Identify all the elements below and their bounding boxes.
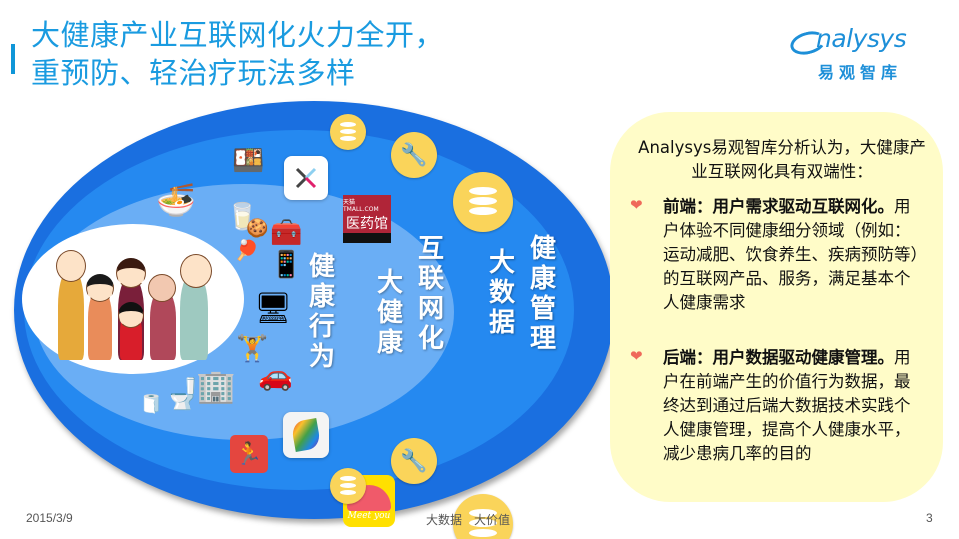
heart-bullet-icon: ❤ <box>630 196 643 214</box>
noodle-bowl-icon: 🍜 <box>156 181 196 219</box>
milk-glass-icon: 🥛 <box>226 202 259 232</box>
monitor-icon: 🖥 <box>254 291 293 326</box>
tmall-pharmacy-icon: 天猫 TMALL.COM 医药馆 <box>343 195 391 243</box>
analysys-logo: nalysys 易观智库 <box>787 24 940 86</box>
database-icon <box>330 114 366 150</box>
point-front-end-heading: 前端：用户需求驱动互联网化。 <box>663 197 894 216</box>
database-icon <box>453 494 513 539</box>
database-icon <box>330 468 366 504</box>
label-big-health: 大健康 <box>376 268 403 358</box>
point-back-end-text: 用户在前端产生的价值行为数据，最终达到通过后端大数据技术实践个人健康管理，提高个… <box>663 348 911 463</box>
bento-icon: 🍱 <box>232 146 265 176</box>
tmall-cat-face <box>343 233 391 243</box>
title-accent-bar <box>11 44 15 74</box>
logo-cn-text: 易观智库 <box>818 63 903 82</box>
heart-bullet-icon: ❤ <box>630 347 643 365</box>
label-health-behavior: 健康行为 <box>308 252 335 372</box>
runner-app-icon: 🏃 <box>230 435 268 473</box>
wrench-icon: 🔧 <box>391 438 437 484</box>
database-icon <box>453 172 513 232</box>
health-ecosystem-diagram: 🍱 🍜 🥛 🍪 🧰 🏓 📱 🖥 🏋 🚗 🏢 🚽 🧻 天猫 TMALL.COM 医… <box>0 100 620 539</box>
page-title-line1: 大健康产业互联网化火力全开， <box>31 18 445 52</box>
page-title: 大健康产业互联网化火力全开， 重预防、轻治疗玩法多样 <box>31 16 444 92</box>
callout-intro: Analysys易观智库分析认为，大健康产业互联网化具有双端性： <box>638 138 926 181</box>
smartphone-icon: 📱 <box>270 250 303 280</box>
car-icon: 🚗 <box>258 359 293 392</box>
leaf-app-icon <box>283 412 329 458</box>
first-aid-kit-icon: 🧰 <box>270 218 303 248</box>
dumbbell-icon: 🏋 <box>236 334 269 364</box>
page-title-line2: 重预防、轻治疗玩法多样 <box>31 56 356 90</box>
point-front-end-text: 用户体验不同健康细分领域（例如：运动减肥、饮食养生、疾病预防等）的互联网产品、服… <box>663 197 919 312</box>
footer-tagline: 大数据 大价值 <box>426 513 511 527</box>
building-icon: 🏢 <box>196 367 236 405</box>
label-internet: 互联网化 <box>417 234 444 354</box>
ping-pong-paddle-icon: 🏓 <box>234 238 259 262</box>
point-back-end-heading: 后端：用户数据驱动健康管理。 <box>663 348 894 367</box>
wrench-icon: 🔧 <box>391 132 437 178</box>
x-app-icon <box>284 156 328 200</box>
cookie-icon: 🍪 <box>246 218 269 239</box>
grandfather-figure <box>180 274 208 360</box>
father-figure <box>58 270 84 360</box>
footer-page-number: 3 <box>926 511 933 525</box>
toilet-paper-icon: 🧻 <box>140 394 163 415</box>
logo-en-text: nalysys <box>816 24 907 53</box>
label-big-data: 大数据 <box>488 248 515 338</box>
footer-date: 2015/3/9 <box>26 511 73 525</box>
label-health-management: 健康管理 <box>529 234 556 354</box>
analysis-callout: Analysys易观智库分析认为，大健康产业互联网化具有双端性： ❤ 前端：用户… <box>610 112 943 502</box>
toilet-icon: 🚽 <box>164 377 202 412</box>
family-illustration <box>50 240 220 360</box>
